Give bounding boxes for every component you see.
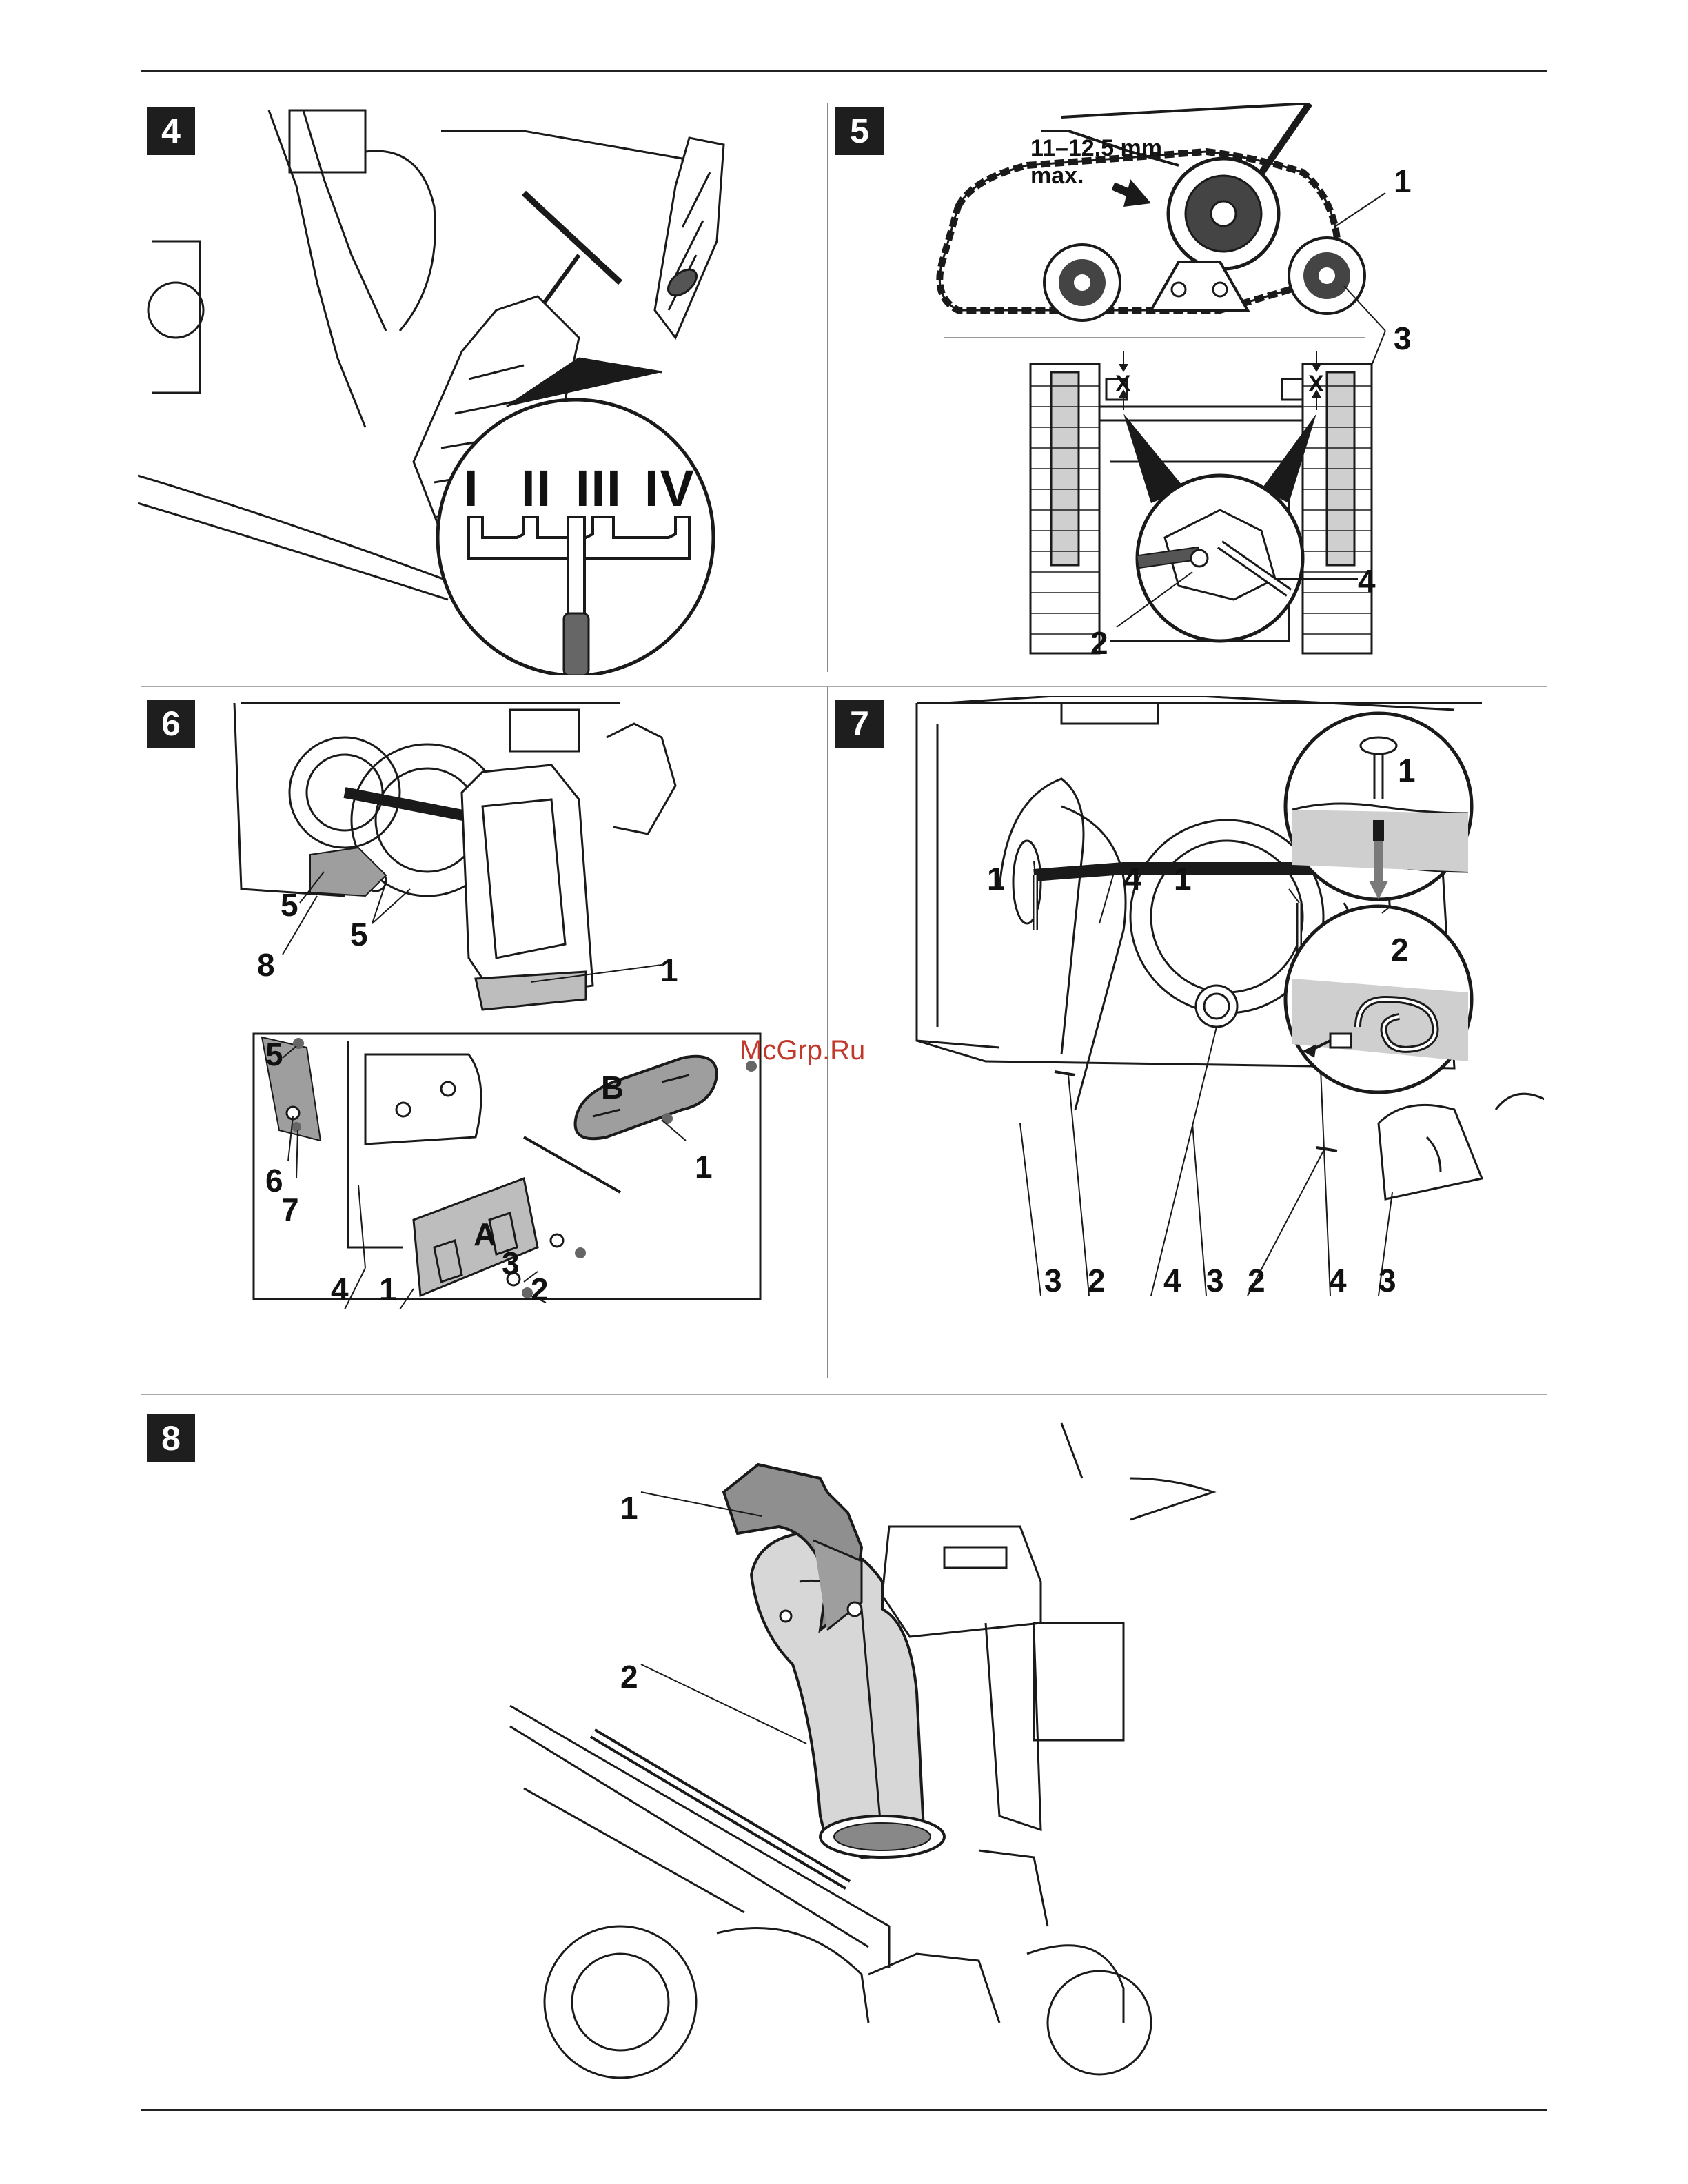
callout-2: 2 <box>620 1661 638 1693</box>
figure-6: 6 <box>138 696 820 1385</box>
callout-5a: 5 <box>281 889 298 921</box>
inset-callout-1-right: 1 <box>695 1151 713 1183</box>
inset-callout-6: 6 <box>265 1165 283 1196</box>
figure-8-drawing <box>138 1402 1544 2099</box>
callout-4-top: 4 <box>1123 863 1141 895</box>
inset-callout-1-left: 1 <box>379 1274 397 1305</box>
figure-4-drawing <box>138 103 820 675</box>
callout-1-left: 1 <box>987 863 1005 895</box>
inset-callout-4: 4 <box>331 1274 349 1305</box>
figure-6-drawing <box>138 696 820 1385</box>
callout-3-b: 3 <box>1206 1265 1224 1296</box>
plate-letter-b: B <box>601 1072 624 1103</box>
detail-callout-1: 1 <box>1398 755 1416 786</box>
divider-vertical-middle <box>827 686 828 1378</box>
inset-callout-7: 7 <box>281 1194 299 1225</box>
figure-8: 8 <box>138 1402 1544 2099</box>
gear-mark-4: IV <box>644 463 695 514</box>
plate-letter-a: A <box>474 1218 496 1250</box>
watermark: McGrp.Ru <box>740 1035 865 1066</box>
figure-7-drawing <box>834 696 1544 1385</box>
gap-mark-right: X <box>1308 372 1324 396</box>
figure-7: 7 <box>834 696 1544 1385</box>
callout-8: 8 <box>257 949 275 981</box>
tension-spec: 11–12,5 mm <box>1030 136 1162 160</box>
tension-spec-max: max. <box>1030 164 1084 187</box>
callout-1: 1 <box>660 955 678 986</box>
inset-callout-2: 2 <box>531 1274 549 1305</box>
callout-3-a: 3 <box>1044 1265 1062 1296</box>
divider-horizontal-1 <box>141 686 1547 687</box>
callout-1: 1 <box>1394 165 1412 197</box>
callout-2: 2 <box>1090 627 1108 659</box>
callout-2-b: 2 <box>1248 1265 1265 1296</box>
callout-1-right: 1 <box>1174 863 1192 895</box>
gear-mark-2: II <box>521 463 552 514</box>
detail-callout-2: 2 <box>1391 934 1409 966</box>
figure-5-drawing <box>834 103 1544 675</box>
top-rule <box>141 70 1547 72</box>
inset-callout-3: 3 <box>502 1247 520 1279</box>
gear-mark-1: I <box>464 463 480 514</box>
divider-horizontal-2 <box>141 1394 1547 1395</box>
callout-5b: 5 <box>350 919 368 950</box>
figure-4: 4 <box>138 103 820 675</box>
gear-mark-3: III <box>576 463 622 514</box>
callout-1: 1 <box>620 1492 638 1524</box>
divider-vertical-upper <box>827 103 828 672</box>
callout-3-c: 3 <box>1379 1265 1396 1296</box>
callout-3: 3 <box>1394 323 1412 354</box>
callout-4: 4 <box>1358 565 1376 597</box>
figure-5: 5 <box>834 103 1544 675</box>
inset-callout-5: 5 <box>265 1039 283 1070</box>
callout-2-a: 2 <box>1088 1265 1106 1296</box>
callout-4-a: 4 <box>1163 1265 1181 1296</box>
gap-mark-left: X <box>1115 372 1131 396</box>
callout-4-b: 4 <box>1329 1265 1347 1296</box>
bottom-rule <box>141 2109 1547 2111</box>
